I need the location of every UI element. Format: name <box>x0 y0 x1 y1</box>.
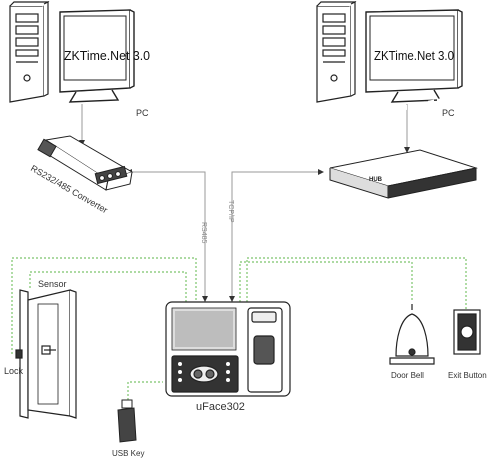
exit-button-icon <box>453 309 481 355</box>
monitor-icon <box>59 9 135 103</box>
monitor-icon <box>365 9 463 103</box>
network-hub: HUB <box>329 94 478 199</box>
lock-wire <box>11 257 197 354</box>
door-bell-label: Door Bell <box>391 371 424 380</box>
exit-button-wire <box>246 257 467 310</box>
fingerprint-icon <box>253 335 275 365</box>
usb-key-icon <box>117 399 137 443</box>
door <box>15 289 77 419</box>
converter-icon <box>37 135 134 191</box>
tcpip-label: TCP/IP <box>227 200 234 223</box>
arrowhead <box>229 296 235 302</box>
lock-label: Lock <box>4 366 24 376</box>
uface302-device <box>165 301 291 397</box>
pc-screen-text: ZKTime.Net 3.0 <box>374 48 454 63</box>
tower-icon <box>9 1 50 103</box>
usb-key-wire <box>127 381 163 404</box>
pc-right: ZKTime.Net 3.0 PC <box>316 1 463 118</box>
rs485-cable <box>132 171 206 302</box>
pc-screen-text: ZKTime.Net 3.0 <box>64 48 150 63</box>
door-frame <box>19 289 29 419</box>
pc-left: ZKTime.Net 3.0 PC <box>9 1 150 118</box>
device-label: uFace302 <box>196 401 245 413</box>
door-bell-wire <box>239 261 413 302</box>
sensor-label: Sensor <box>38 279 67 289</box>
lock-icon <box>15 349 23 359</box>
connection-lines <box>11 104 467 404</box>
hub-label: HUB <box>369 177 383 183</box>
arrowhead <box>404 147 410 153</box>
door-bell-icon <box>389 304 435 365</box>
pc-label: PC <box>136 108 149 118</box>
rs485-label: RS485 <box>200 222 207 244</box>
exit-button-label: Exit Button <box>448 371 487 380</box>
pc-label: PC <box>442 108 455 118</box>
tcpip-cable <box>231 171 318 302</box>
sensor-wire <box>29 271 187 302</box>
rs232-485-converter: RS232/485 Converter <box>29 135 134 215</box>
tower-icon <box>316 1 357 103</box>
usb-key-label: USB Key <box>112 449 144 458</box>
hub-ports <box>392 94 461 113</box>
hub-icon <box>329 149 478 199</box>
arrowhead <box>318 169 324 175</box>
arrowhead <box>202 296 208 302</box>
